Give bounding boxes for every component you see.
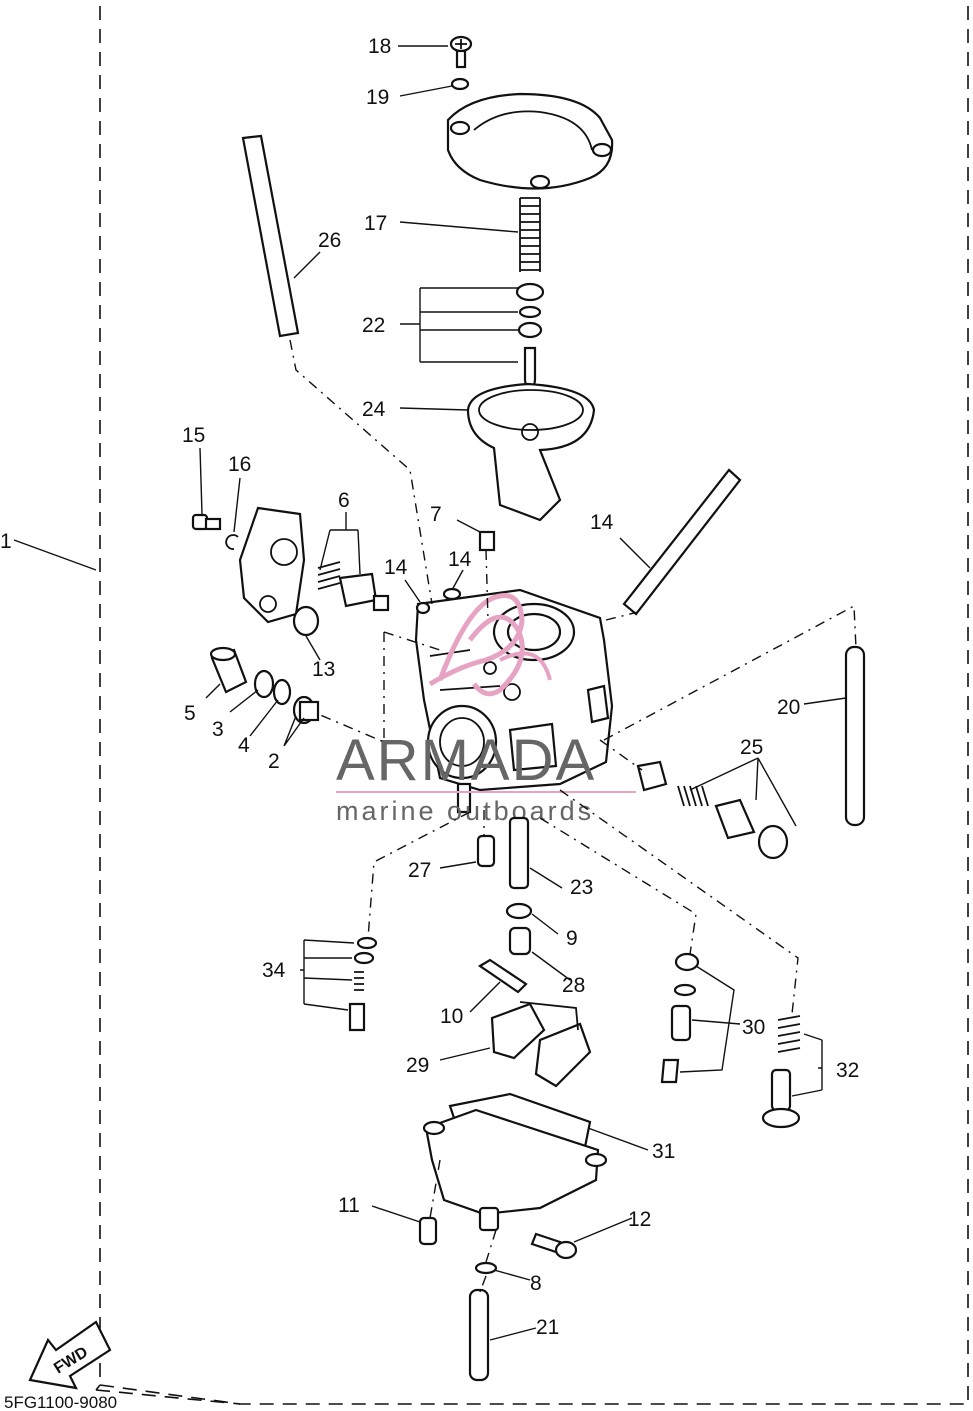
callout-20: 19 bbox=[366, 86, 389, 109]
screw-16 bbox=[191, 513, 222, 531]
callout-18: 17 bbox=[364, 212, 387, 235]
callout-31: 30 bbox=[742, 1016, 765, 1039]
assembly-boundary bbox=[95, 6, 969, 1405]
needle-jet-24 bbox=[508, 816, 530, 890]
callout-10: 10 bbox=[440, 1005, 463, 1028]
callout-21: 20 bbox=[777, 696, 800, 719]
callout-14-left: 14 bbox=[384, 556, 408, 579]
pipe-22 bbox=[468, 1288, 490, 1382]
callout-13: 13 bbox=[312, 658, 335, 681]
carburetor-body bbox=[414, 588, 614, 814]
callout-8: 8 bbox=[530, 1272, 542, 1295]
callout-labels: 18 19 17 26 22 24 15 16 6 7 14 1 14 14 1… bbox=[0, 35, 859, 1339]
washer-9 bbox=[505, 902, 533, 920]
clip-17 bbox=[225, 534, 239, 550]
pilot-screw-set-31 bbox=[660, 952, 700, 1084]
cap-5 bbox=[209, 646, 248, 694]
callout-22: 21 bbox=[536, 1316, 559, 1339]
clip-14-right bbox=[442, 587, 462, 601]
callout-26: 25 bbox=[740, 736, 763, 759]
assembly-lines bbox=[289, 339, 857, 1293]
callout-9: 9 bbox=[566, 927, 578, 950]
cover-plate bbox=[238, 506, 306, 624]
pin-10 bbox=[477, 958, 528, 994]
fwd-arrow: FWD bbox=[28, 1320, 112, 1390]
valve-6 bbox=[338, 572, 390, 612]
callout-32: 31 bbox=[652, 1140, 675, 1163]
diaphragm-piston-25 bbox=[466, 382, 596, 522]
carburetor-top-cover bbox=[446, 92, 614, 190]
o-ring-8 bbox=[474, 1261, 498, 1275]
callout-30: 29 bbox=[406, 1054, 429, 1077]
callout-5: 5 bbox=[184, 702, 196, 725]
o-ring-13 bbox=[292, 605, 320, 637]
callout-33: 32 bbox=[836, 1059, 859, 1082]
callout-7: 7 bbox=[430, 503, 442, 526]
throttle-screw-set-26 bbox=[636, 760, 789, 860]
screw-set-34 bbox=[348, 936, 378, 1032]
callout-34: 34 bbox=[262, 959, 286, 982]
callout-15: 14 bbox=[590, 511, 614, 534]
callout-1: 1 bbox=[0, 530, 12, 553]
clip-14-left bbox=[415, 601, 431, 615]
callout-24: 23 bbox=[570, 876, 593, 899]
callout-27: 26 bbox=[318, 229, 341, 252]
spring-set-33 bbox=[761, 1015, 801, 1129]
float-30 bbox=[490, 1001, 592, 1088]
watermark-logo bbox=[428, 593, 552, 697]
callout-2: 2 bbox=[268, 750, 280, 773]
plunger-2 bbox=[292, 695, 320, 725]
callout-11: 11 bbox=[338, 1194, 360, 1217]
callout-17: 16 bbox=[228, 453, 251, 476]
washer-4 bbox=[272, 678, 292, 706]
callout-23: 22 bbox=[362, 314, 385, 337]
seal-3 bbox=[253, 669, 275, 699]
screw-19 bbox=[449, 35, 473, 69]
spring-6 bbox=[317, 561, 341, 590]
leader-lines bbox=[13, 45, 847, 1341]
callout-12: 12 bbox=[628, 1208, 651, 1231]
pipe-15 bbox=[622, 468, 742, 616]
washer-20 bbox=[450, 77, 470, 91]
float-bowl bbox=[422, 1108, 608, 1232]
jet-28 bbox=[476, 834, 496, 868]
callout-19: 18 bbox=[368, 35, 391, 58]
plug-7 bbox=[478, 530, 496, 552]
screw-11 bbox=[418, 1216, 438, 1246]
callout-4: 4 bbox=[238, 734, 250, 757]
pipe-27 bbox=[241, 134, 300, 338]
callout-16: 15 bbox=[182, 424, 205, 447]
jet-holder-29 bbox=[508, 926, 532, 956]
callout-28: 27 bbox=[408, 859, 431, 882]
callout-3: 3 bbox=[212, 718, 224, 741]
drawing-code: 5FG1100-9080 bbox=[4, 1393, 117, 1411]
spring-18 bbox=[519, 197, 541, 272]
callout-14-right: 14 bbox=[448, 548, 472, 571]
watermark-tagline: marine outboards bbox=[336, 796, 594, 826]
callout-29: 28 bbox=[562, 974, 585, 997]
drain-screw-12 bbox=[530, 1232, 578, 1260]
pipe-21 bbox=[844, 645, 866, 827]
callout-25: 24 bbox=[362, 398, 386, 421]
watermark-brand: ARMADA bbox=[336, 728, 596, 793]
needle-set-23 bbox=[515, 282, 545, 413]
callout-6: 6 bbox=[338, 489, 350, 512]
